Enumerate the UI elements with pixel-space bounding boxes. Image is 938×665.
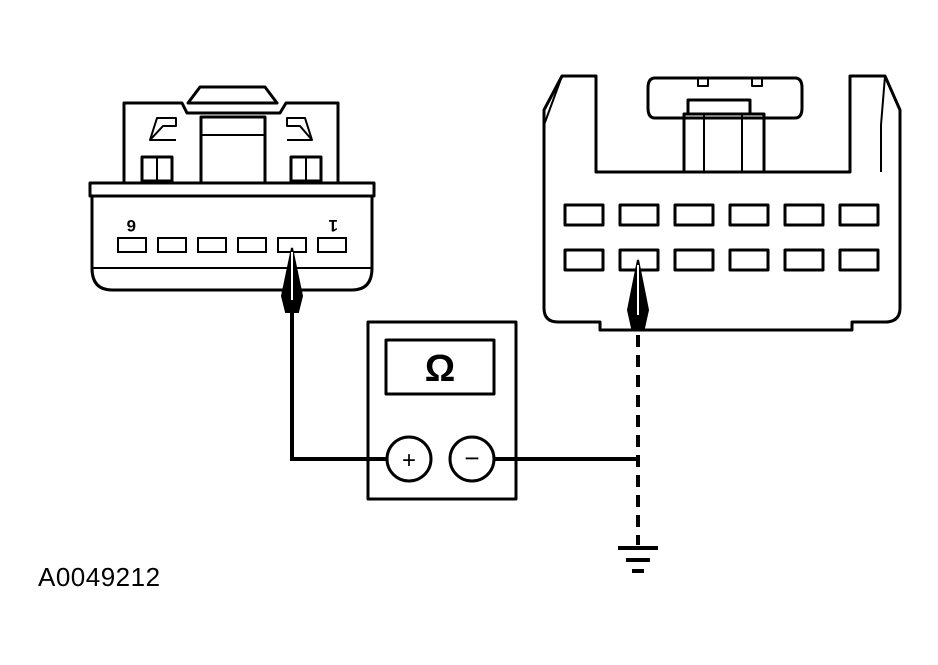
left-hook-left bbox=[149, 117, 177, 141]
right-pin-r1c4 bbox=[728, 203, 770, 227]
ohmmeter-display bbox=[384, 338, 496, 396]
left-connector-flange bbox=[88, 181, 376, 198]
right-pin-r2c3 bbox=[673, 248, 715, 272]
right-probe bbox=[626, 259, 650, 329]
minus-terminal bbox=[448, 435, 496, 483]
positive-lead bbox=[290, 310, 386, 461]
pin-label-1: 1 bbox=[329, 216, 338, 235]
right-pin-r2c6 bbox=[838, 248, 880, 272]
right-pin-r2c1 bbox=[563, 248, 605, 272]
ohm-symbol: Ω bbox=[425, 348, 455, 390]
minus-terminal-label: − bbox=[464, 443, 479, 473]
left-connector: 6 1 bbox=[88, 85, 376, 292]
left-connector-upper-housing bbox=[122, 101, 340, 183]
right-connector bbox=[542, 74, 902, 332]
ohmmeter-body bbox=[366, 320, 518, 501]
left-connector-body bbox=[90, 196, 374, 292]
right-connector-latch bbox=[646, 76, 804, 120]
ohmmeter: Ω + − bbox=[366, 320, 518, 501]
left-pin-6 bbox=[117, 237, 147, 253]
right-pin-r1c1 bbox=[563, 203, 605, 227]
left-hook-right bbox=[286, 117, 313, 141]
ground-symbol-icon bbox=[618, 546, 658, 573]
wires bbox=[290, 310, 640, 545]
left-pin-3 bbox=[237, 237, 267, 253]
right-pin-r1c6 bbox=[838, 203, 880, 227]
left-pin-1 bbox=[317, 237, 347, 253]
right-connector-latch-body bbox=[682, 112, 766, 174]
right-pin-r2c4 bbox=[728, 248, 770, 272]
right-pin-r1c2 bbox=[618, 203, 660, 227]
left-connector-latch-recess bbox=[199, 115, 267, 185]
left-connector-latch bbox=[186, 85, 279, 105]
left-probe bbox=[280, 247, 304, 313]
right-pin-r2c5 bbox=[783, 248, 825, 272]
right-pin-r1c5 bbox=[783, 203, 825, 227]
plus-terminal bbox=[385, 435, 433, 483]
plus-terminal-label: + bbox=[402, 447, 416, 474]
right-connector-housing bbox=[542, 74, 902, 332]
left-pin-5 bbox=[157, 237, 187, 253]
figure-id: A0049212 bbox=[38, 562, 161, 592]
right-pin-r1c3 bbox=[673, 203, 715, 227]
pin-label-6: 6 bbox=[127, 216, 136, 235]
left-pin-4 bbox=[197, 237, 227, 253]
